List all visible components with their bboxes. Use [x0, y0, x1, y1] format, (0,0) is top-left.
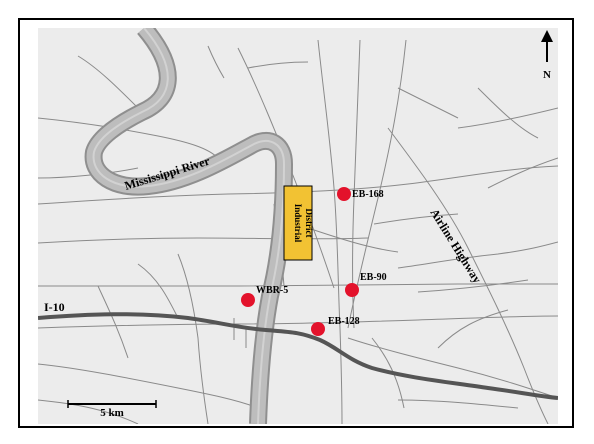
north-arrow-icon: N [541, 30, 553, 81]
interstate-i10 [38, 312, 558, 400]
interstate-label: I-10 [44, 300, 65, 314]
scale-bar: 5 km [67, 400, 157, 419]
map-canvas: Industrial District Mississippi River I-… [38, 28, 558, 424]
site-wbr-5: WBR-5 [241, 285, 288, 307]
site-label-eb-90: EB-90 [360, 272, 387, 283]
mississippi-river [84, 28, 294, 424]
site-eb-90: EB-90 [345, 272, 387, 297]
north-label: N [543, 69, 551, 81]
site-eb-168: EB-168 [337, 187, 384, 201]
district-label-line2: District [304, 209, 314, 238]
district-label-line1: Industrial [293, 204, 303, 243]
site-label-eb-128: EB-128 [328, 316, 360, 327]
street-network [38, 39, 558, 424]
industrial-district: Industrial District [283, 185, 314, 261]
scale-label: 5 km [100, 407, 124, 419]
site-label-eb-168: EB-168 [352, 189, 384, 200]
site-label-wbr-5: WBR-5 [256, 285, 288, 296]
site-eb-128: EB-128 [311, 316, 360, 336]
map-panel: Industrial District Mississippi River I-… [38, 28, 558, 424]
